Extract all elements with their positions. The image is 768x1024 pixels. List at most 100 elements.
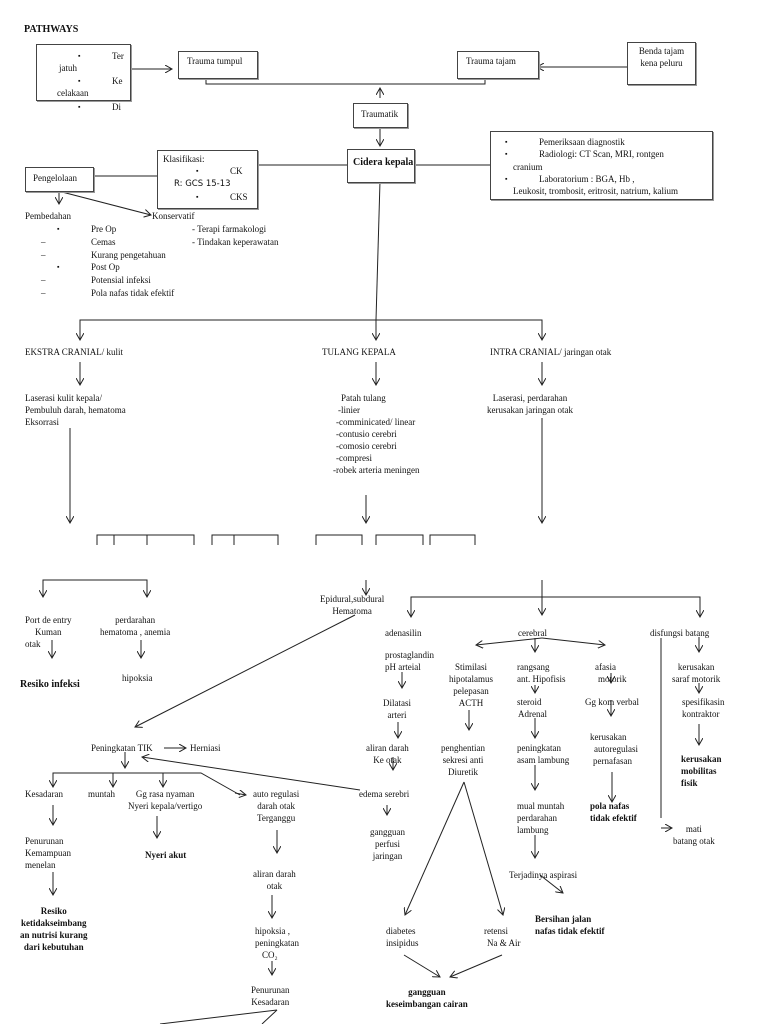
list-item: Pre Op [57, 223, 117, 235]
line: peningkatan [255, 938, 299, 948]
mual-muntah: mual muntah perdarahan lambung [517, 800, 564, 836]
line: Laserasi kulit kepala/ [25, 393, 102, 403]
bersihan-jalan-nafas: Bersihan jalan nafas tidak efektif [535, 913, 605, 937]
line: -robek arteria meningen [333, 465, 420, 475]
tulang-detail: Patah tulang-linier-comminicated/ linear… [333, 392, 419, 476]
line: perdarahan [115, 615, 156, 625]
line: asam lambung [517, 755, 570, 765]
line: Penurunan [251, 985, 290, 995]
cidera-kepala-box: Cidera kepala [347, 149, 415, 183]
hipoksia: hipoksia [122, 673, 153, 683]
list-item: Pola nafas tidak efektif [91, 288, 175, 298]
cause-item: Di [78, 101, 121, 113]
line: nafas tidak efektif [535, 926, 605, 936]
line: Bersihan jalan [535, 914, 592, 924]
line: otak [25, 639, 41, 649]
line: steroid [517, 697, 542, 707]
line: pelepasan [453, 686, 489, 696]
trauma-tajam-box: Trauma tajam [457, 51, 539, 79]
line: kerusakan [681, 754, 722, 764]
pengelolaan-box: Pengelolaan [25, 167, 94, 192]
line: Laserasi, perdarahan [492, 393, 568, 403]
line: -contusio cerebri [336, 429, 397, 439]
label: Trauma tajam [466, 56, 516, 66]
muntah: muntah [88, 789, 115, 799]
line: Nyeri kepala/vertigo [128, 801, 203, 811]
line: autoregulasi [594, 744, 638, 754]
edema-serebri: edema serebri [359, 789, 410, 799]
kerusakan-autoregulasi: kerusakan autoregulasi pernafasan [590, 731, 638, 767]
pembedahan-label: Pembedahan [25, 211, 71, 221]
list-item: Kurang pengetahuan [91, 250, 166, 260]
line: an nutrisi kurang [20, 930, 88, 940]
page-title: PATHWAYS [24, 24, 79, 35]
klas-item: CK [197, 165, 242, 177]
list-item: Post Op [57, 261, 119, 273]
line: Penurunan [25, 836, 64, 846]
line: Patah tulang [341, 393, 386, 403]
line: otak [266, 881, 283, 891]
line: Hematoma [332, 606, 372, 616]
line: menelan [25, 860, 56, 870]
klasifikasi-box: Klasifikasi: CK R: GCS 15-13 CKS [157, 150, 258, 209]
label: Pengelolaan [33, 173, 77, 183]
herniasi: Herniasi [190, 743, 221, 753]
line: keseimbangan cairan [386, 999, 468, 1009]
trauma-tumpul-box: Trauma tumpul [178, 51, 258, 79]
line: hipotalamus [449, 674, 493, 684]
causes-box: Ter jatuh Ke celakaan Di [36, 44, 131, 113]
list-item: Potensial infeksi [91, 275, 151, 285]
line: kontraktor [682, 709, 720, 719]
line: -comosio cerebri [336, 441, 397, 451]
diag-item: Radiologi: CT Scan, MRI, rontgen [505, 148, 664, 160]
line: Ke otak [373, 755, 402, 765]
diag-item: Pemeriksaan diagnostik [505, 136, 625, 148]
line: Resiko [40, 906, 67, 916]
label: Benda tajam [638, 46, 685, 56]
konservatif-label: Konservatif [152, 211, 195, 221]
line: -comminicated/ linear [336, 417, 416, 427]
label: Traumatik [361, 109, 399, 119]
line: pola nafas [590, 801, 630, 811]
line: kerusakan [590, 732, 627, 742]
line: jaringan [372, 851, 403, 861]
line: -compresi [336, 453, 372, 463]
line: aliran darah [253, 869, 296, 879]
terjadinya-aspirasi: Terjadinya aspirasi [509, 870, 578, 880]
line: ant. Hipofisis [517, 674, 566, 684]
aliran-ke-otak: aliran darah Ke otak [366, 742, 409, 766]
ekstra-detail: Laserasi kulit kepala/Pembuluh darah, he… [25, 392, 126, 428]
line: fisik [681, 778, 698, 788]
line: lambung [517, 825, 549, 835]
diag-item: Leukosit, trombosit, eritrosit, natrium,… [513, 186, 678, 196]
intra-cranial-label: INTRA CRANIAL/ jaringan otak [490, 347, 612, 357]
line: auto regulasi [253, 789, 300, 799]
line: aliran darah [366, 743, 409, 753]
line: mual muntah [517, 801, 565, 811]
line: Kuman [35, 627, 62, 637]
line: pernafasan [593, 756, 632, 766]
line: perdarahan [517, 813, 557, 823]
peningkatan-tik: Peningkatan TIK [91, 743, 153, 753]
klas-item: R: GCS 15-13 [174, 179, 231, 189]
diag-item: cranium [513, 162, 543, 172]
line: CO₂ [262, 950, 278, 960]
line: batang otak [673, 836, 715, 846]
line: Terganggu [257, 813, 296, 823]
adenasilin: adenasilin [385, 628, 422, 638]
disfungsi-batang: disfungsi batang [650, 628, 710, 638]
